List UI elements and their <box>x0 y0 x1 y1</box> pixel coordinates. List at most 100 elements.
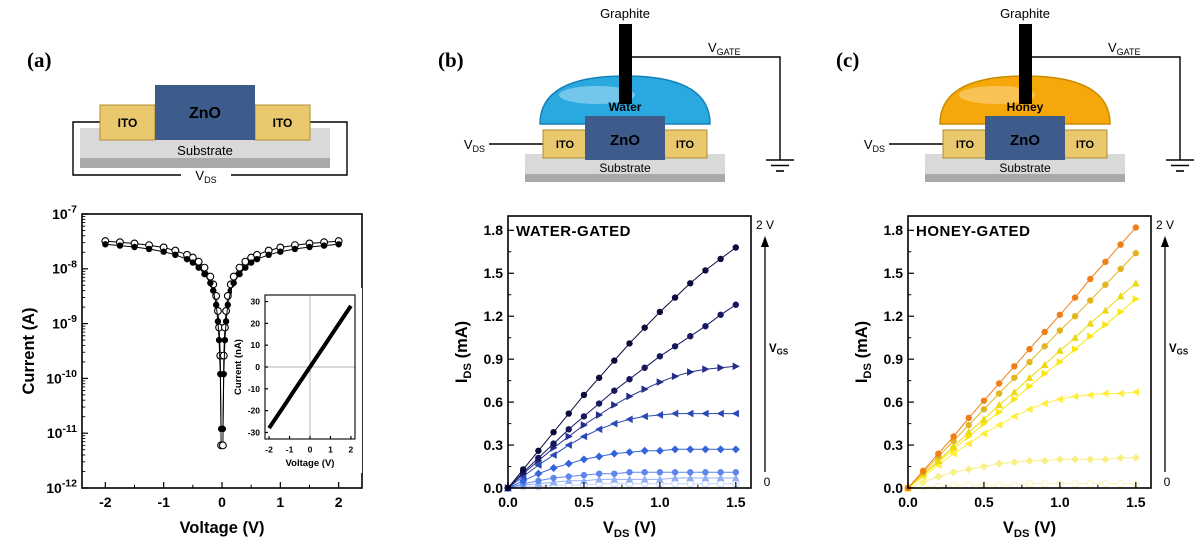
arrow-up-icon <box>761 236 769 247</box>
svg-text:1.5: 1.5 <box>884 265 904 281</box>
svg-text:VGS: VGS <box>769 343 789 357</box>
vgate-label: VGATE <box>1108 40 1141 57</box>
substrate-label: Substrate <box>599 161 651 175</box>
substrate-shade <box>80 158 330 168</box>
svg-text:10-12: 10-12 <box>46 478 77 496</box>
svg-text:VGS: VGS <box>1169 343 1189 357</box>
graphite-label: Graphite <box>600 6 650 21</box>
svg-text:10-10: 10-10 <box>46 368 77 386</box>
svg-text:1.0: 1.0 <box>1050 494 1070 510</box>
y-axis: 0.00.30.60.91.21.51.8 <box>484 222 514 496</box>
gate-wiring <box>889 56 1181 160</box>
svg-text:0.9: 0.9 <box>884 351 904 367</box>
panel-label-b: (b) <box>438 48 464 72</box>
ito-right-label: ITO <box>273 116 293 130</box>
svg-text:0.3: 0.3 <box>484 437 504 453</box>
svg-text:10-8: 10-8 <box>52 258 77 276</box>
ito-right-label: ITO <box>676 139 695 151</box>
plot-background <box>452 200 797 540</box>
svg-text:0.9: 0.9 <box>484 351 504 367</box>
svg-text:10-9: 10-9 <box>52 313 77 331</box>
svg-text:-1: -1 <box>157 494 170 510</box>
gate-voltage-annotation: 2 V 0 VGS <box>1156 218 1189 489</box>
plot-frame <box>907 215 1152 489</box>
x-axis: 0.0 0.5 1.0 1.5 <box>498 482 746 510</box>
zno-label: ZnO <box>610 132 640 149</box>
series-VGS step 8 (2 V) <box>504 244 740 492</box>
series-sweep-filled-circles <box>102 241 342 433</box>
zno-label: ZnO <box>189 105 221 122</box>
chart-title: HONEY-GATED <box>916 223 1030 240</box>
ground-icon <box>766 159 794 172</box>
svg-text:1.8: 1.8 <box>884 222 904 238</box>
liquid-label: Water <box>609 100 642 114</box>
svg-text:1.2: 1.2 <box>484 308 504 324</box>
series-VGS step 6 <box>904 250 1140 492</box>
svg-text:30: 30 <box>251 297 261 307</box>
x-axis-label: VDS (V) <box>1003 519 1056 540</box>
svg-text:0.5: 0.5 <box>574 494 594 510</box>
droplet-highlight <box>959 86 1035 104</box>
ito-right <box>254 104 311 141</box>
ito-right-label: ITO <box>1076 139 1095 151</box>
svg-text:2 V: 2 V <box>1156 218 1174 232</box>
svg-text:0: 0 <box>255 362 260 372</box>
chart-title: WATER-GATED <box>516 223 631 240</box>
svg-text:0: 0 <box>218 494 226 510</box>
svg-text:0.0: 0.0 <box>498 494 518 510</box>
ito-left-label: ITO <box>118 116 138 130</box>
zno-label: ZnO <box>1010 132 1040 149</box>
svg-text:1.5: 1.5 <box>1126 494 1146 510</box>
graphite-label: Graphite <box>1000 6 1050 21</box>
svg-text:20: 20 <box>251 318 261 328</box>
svg-text:1.2: 1.2 <box>884 308 904 324</box>
svg-text:0: 0 <box>308 445 313 455</box>
vds-label: VDS <box>195 168 216 185</box>
vds-label: VDS <box>464 137 485 154</box>
device-schematic-c: Graphite Honey ZnO ITO ITO Substrate VDS… <box>864 6 1194 182</box>
ground-icon <box>1166 159 1194 172</box>
substrate-shade <box>525 174 725 182</box>
liquid-label: Honey <box>1007 100 1044 114</box>
svg-text:2: 2 <box>349 445 354 455</box>
y-axis: 0.00.30.60.91.21.51.8 <box>884 222 914 496</box>
series-layer <box>504 244 740 492</box>
svg-text:2 V: 2 V <box>756 218 774 232</box>
x-axis-label: VDS (V) <box>603 519 656 540</box>
svg-text:-2: -2 <box>265 445 273 455</box>
substrate-label: Substrate <box>999 161 1051 175</box>
vgate-label: VGATE <box>708 40 741 57</box>
svg-text:0.3: 0.3 <box>884 437 904 453</box>
y-axis-label: Current (nA) <box>233 339 244 395</box>
svg-text:0.5: 0.5 <box>974 494 994 510</box>
svg-text:1.8: 1.8 <box>484 222 504 238</box>
svg-text:1.5: 1.5 <box>726 494 746 510</box>
device-schematic-a: ZnO ITO ITO Substrate VDS <box>72 85 348 185</box>
svg-text:0.6: 0.6 <box>884 394 904 410</box>
svg-text:1: 1 <box>328 445 333 455</box>
panel-label-a: (a) <box>27 48 52 72</box>
substrate-label: Substrate <box>177 143 233 158</box>
svg-text:0: 0 <box>1164 475 1171 489</box>
svg-text:1.5: 1.5 <box>484 265 504 281</box>
svg-text:1.0: 1.0 <box>650 494 670 510</box>
zno-layer <box>155 85 255 140</box>
x-axis: -2 -1 0 1 2 <box>265 436 354 455</box>
svg-text:0.6: 0.6 <box>484 394 504 410</box>
series-VGS step 7 (2 V) <box>904 224 1140 492</box>
zno-layer <box>585 116 665 160</box>
zno-layer <box>985 116 1065 160</box>
series-linear-iv <box>267 304 353 430</box>
graphite-electrode <box>619 24 632 104</box>
svg-text:-1: -1 <box>286 445 294 455</box>
